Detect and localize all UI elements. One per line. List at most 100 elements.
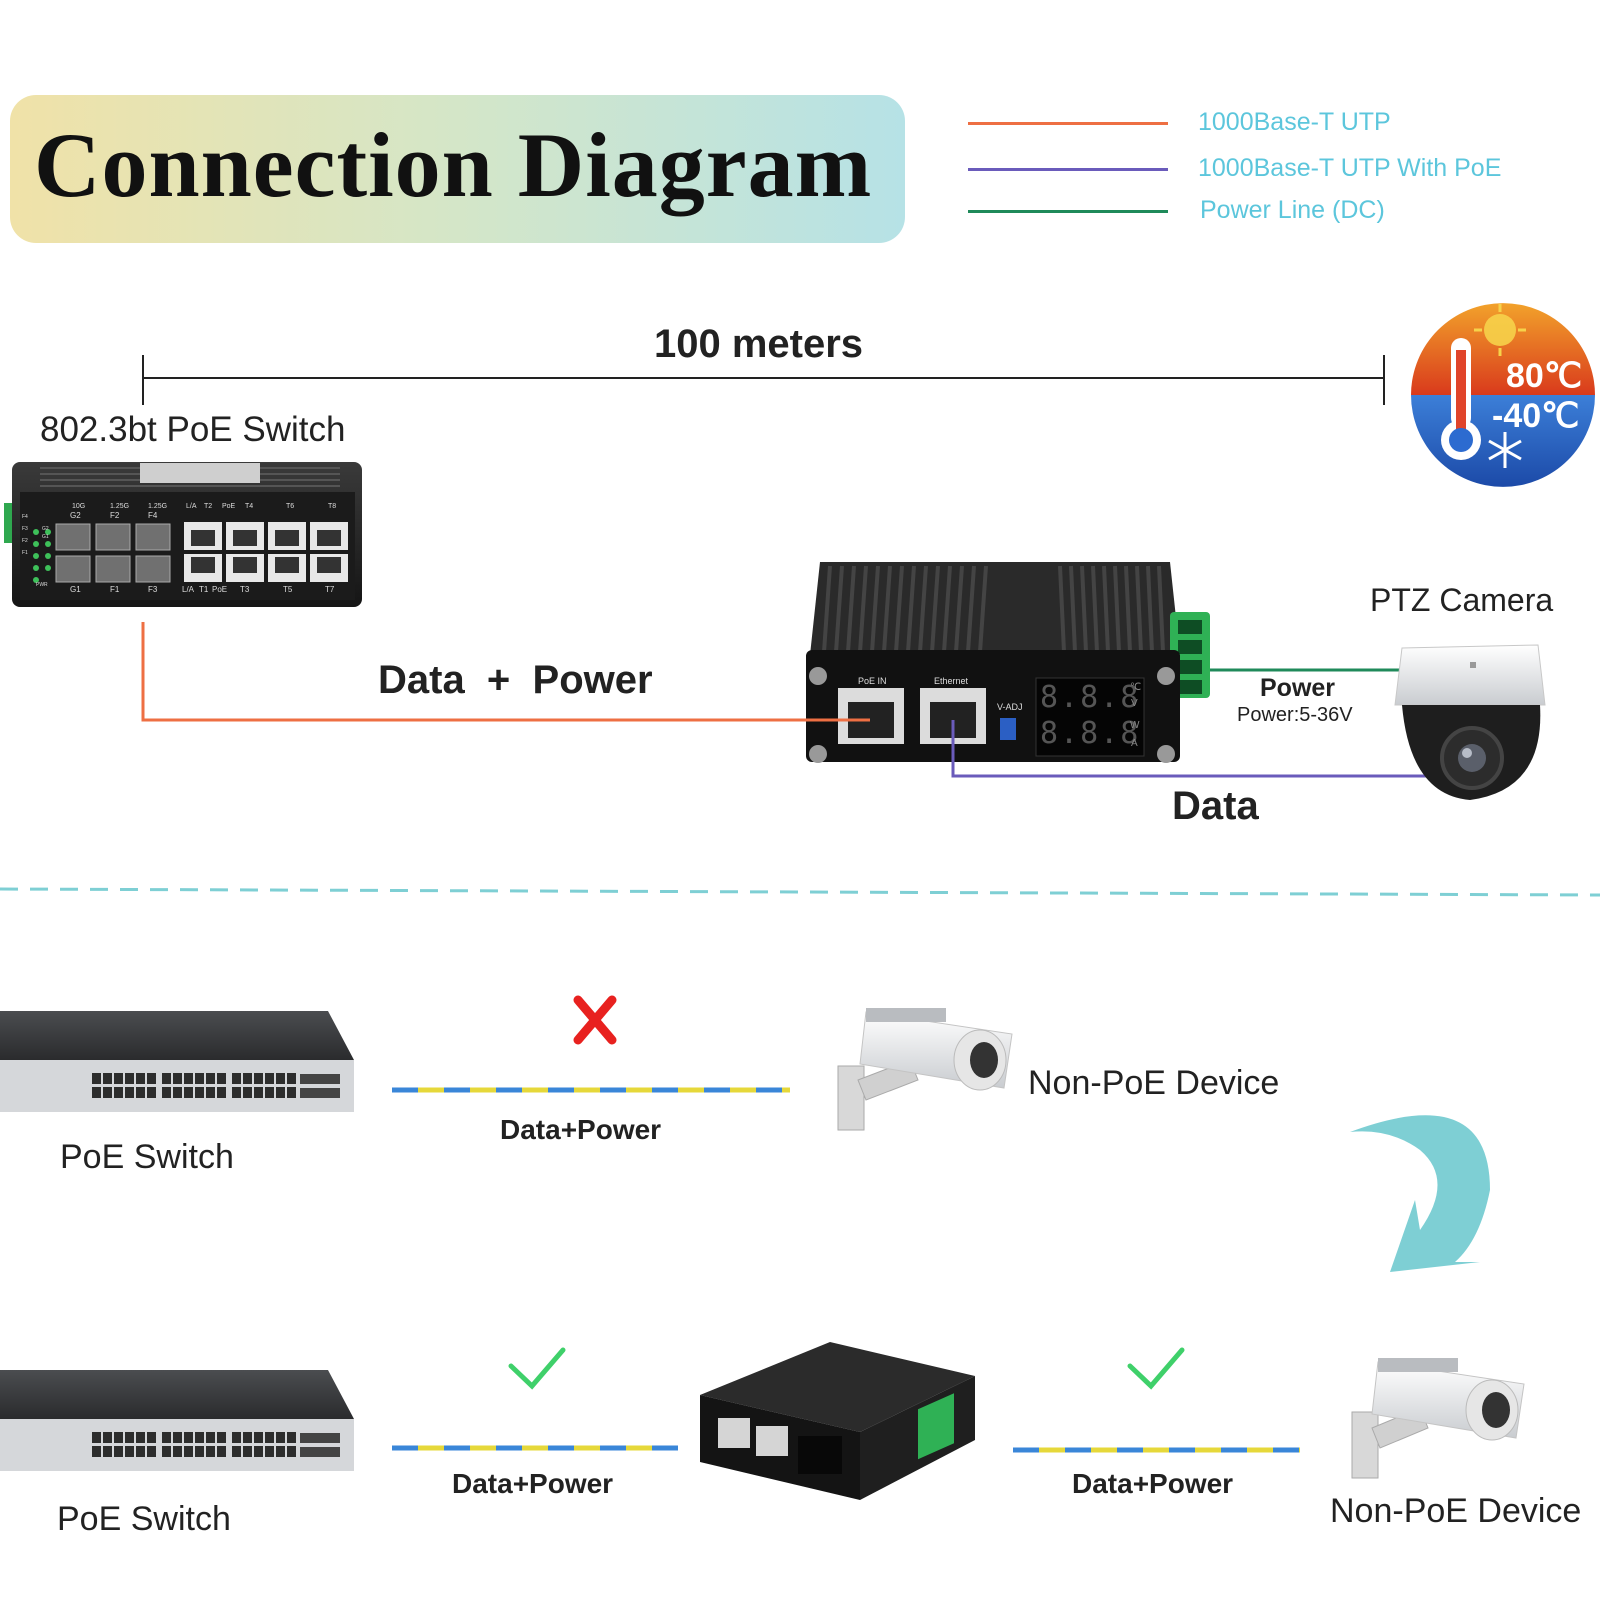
row1-link-label: Data+Power [500, 1114, 662, 1145]
led-caption: F2 [22, 538, 28, 544]
led-caption: G1 [42, 534, 49, 540]
rack-port [217, 1432, 226, 1443]
rack-port [206, 1073, 215, 1084]
rack-port [265, 1087, 274, 1098]
port-caption: L/A [182, 585, 195, 594]
section-divider [0, 887, 1600, 897]
sfp-port [55, 523, 91, 551]
rack-port [254, 1073, 263, 1084]
rack-port [195, 1446, 204, 1457]
check-icon-right [1127, 1347, 1185, 1390]
sfp-port [95, 523, 131, 551]
title-banner [10, 95, 905, 243]
port-caption: F4 [148, 511, 158, 520]
rack-port [243, 1087, 252, 1098]
led-icon [45, 565, 51, 571]
display-unit-a: A [1131, 738, 1138, 749]
rack-port [232, 1073, 241, 1084]
rack-port [287, 1432, 296, 1443]
rack-port [276, 1446, 285, 1457]
rack-port [206, 1087, 215, 1098]
rack-port [92, 1087, 101, 1098]
rack-port [162, 1446, 171, 1457]
rack-port [265, 1073, 274, 1084]
legend-line-power [968, 210, 1168, 213]
row2-link-left-label: Data+Power [452, 1468, 614, 1499]
port-caption: 1.25G [110, 503, 129, 510]
rack-port [147, 1432, 156, 1443]
cross-icon [573, 995, 617, 1045]
led-icon [33, 541, 39, 547]
rack-port [232, 1432, 241, 1443]
port-caption: T5 [283, 585, 293, 594]
port-caption: PoE [212, 585, 227, 594]
rack-port [125, 1073, 134, 1084]
port-caption: T4 [245, 503, 253, 510]
rack-poe-switch-1 [0, 1011, 354, 1112]
port-label-poe-in: PoE IN [858, 676, 887, 686]
rack-port [254, 1432, 263, 1443]
rack-port [147, 1087, 156, 1098]
port-caption: L/A [186, 503, 197, 510]
port-caption: PoE [222, 503, 236, 510]
rack-port [173, 1432, 182, 1443]
rack-port [243, 1073, 252, 1084]
bullet-camera-icon-2 [1351, 1358, 1525, 1479]
rack-port [103, 1432, 112, 1443]
rack-port [265, 1432, 274, 1443]
rack-port [136, 1073, 145, 1084]
temperature-badge-icon [1411, 303, 1595, 487]
rack-port [184, 1087, 193, 1098]
label-data: Data [1172, 784, 1259, 828]
port-caption: T1 [199, 585, 209, 594]
row1-device-label: Non-PoE Device [1028, 1064, 1280, 1102]
rack-port [136, 1446, 145, 1457]
port-caption: T8 [328, 503, 336, 510]
rack-port [184, 1446, 193, 1457]
legend-line-utp-poe [968, 168, 1168, 171]
row1-switch-label: PoE Switch [60, 1138, 234, 1176]
rack-port [125, 1087, 134, 1098]
sfp-port [95, 555, 131, 583]
sfp-port [135, 523, 171, 551]
port-label-vadj: V-ADJ [997, 702, 1023, 712]
port-caption: G1 [70, 585, 81, 594]
rack-port [184, 1432, 193, 1443]
display-row-2: 8.8.8 [1040, 716, 1141, 751]
rack-port [136, 1432, 145, 1443]
port-caption: F3 [148, 585, 158, 594]
legend-label-utp: 1000Base-T UTP [1198, 108, 1391, 136]
rack-port [114, 1087, 123, 1098]
bullet-camera-icon-1 [837, 1008, 1013, 1131]
rack-port [254, 1446, 263, 1457]
port-label-ethernet: Ethernet [934, 676, 969, 686]
port-caption: T3 [240, 585, 250, 594]
port-caption: G2 [70, 511, 81, 520]
rack-port [92, 1073, 101, 1084]
rack-poe-switch-2 [0, 1370, 354, 1471]
cable-data-power [141, 622, 870, 722]
rack-port [173, 1073, 182, 1084]
led-caption: G2 [42, 526, 49, 532]
sfp-port [135, 555, 171, 583]
distance-measure [142, 355, 1385, 405]
rack-port [287, 1087, 296, 1098]
rack-port [243, 1432, 252, 1443]
rack-port [195, 1432, 204, 1443]
cable-data [951, 720, 1428, 778]
led-icon [33, 577, 39, 583]
rack-port [206, 1432, 215, 1443]
ptz-camera-icon [1394, 644, 1546, 800]
camera-label: PTZ Camera [1370, 582, 1554, 618]
rack-port [147, 1073, 156, 1084]
rack-port [114, 1073, 123, 1084]
led-icon [45, 553, 51, 559]
switch-label: 802.3bt PoE Switch [40, 410, 346, 449]
rack-port [92, 1432, 101, 1443]
rack-port [136, 1087, 145, 1098]
rack-port [114, 1432, 123, 1443]
legend-label-power: Power Line (DC) [1200, 196, 1385, 224]
check-icon-left [508, 1347, 566, 1390]
